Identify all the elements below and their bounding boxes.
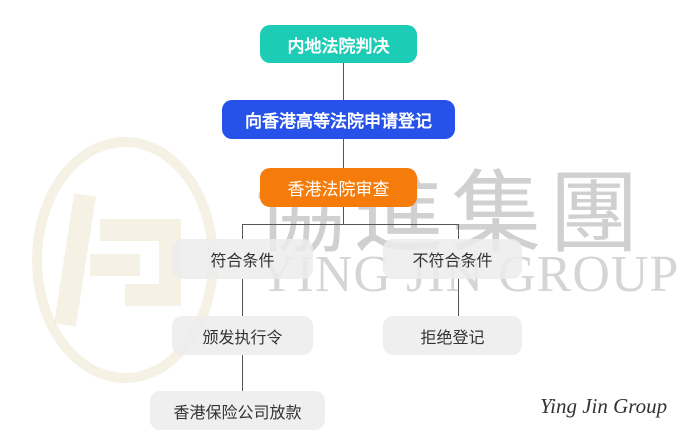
node-meets-conditions: 符合条件 <box>172 239 313 279</box>
node-hk-insurer-payout: 香港保险公司放款 <box>150 391 325 430</box>
connector <box>343 207 344 224</box>
connector <box>343 139 344 168</box>
node-hk-court-review: 香港法院审查 <box>260 168 417 207</box>
connector <box>458 224 459 239</box>
node-not-meets-conditions: 不符合条件 <box>383 239 522 279</box>
connector <box>458 279 459 316</box>
connector <box>242 224 459 225</box>
node-issue-enforcement-order: 颁发执行令 <box>172 316 313 355</box>
node-refuse-registration: 拒绝登记 <box>383 316 522 355</box>
connector <box>242 279 243 316</box>
connector <box>343 63 344 100</box>
signature-watermark: Ying Jin Group <box>540 394 668 418</box>
node-mainland-judgment: 内地法院判决 <box>260 25 417 63</box>
connector <box>242 224 243 239</box>
node-apply-registration: 向香港高等法院申请登记 <box>222 100 455 139</box>
connector <box>242 355 243 391</box>
